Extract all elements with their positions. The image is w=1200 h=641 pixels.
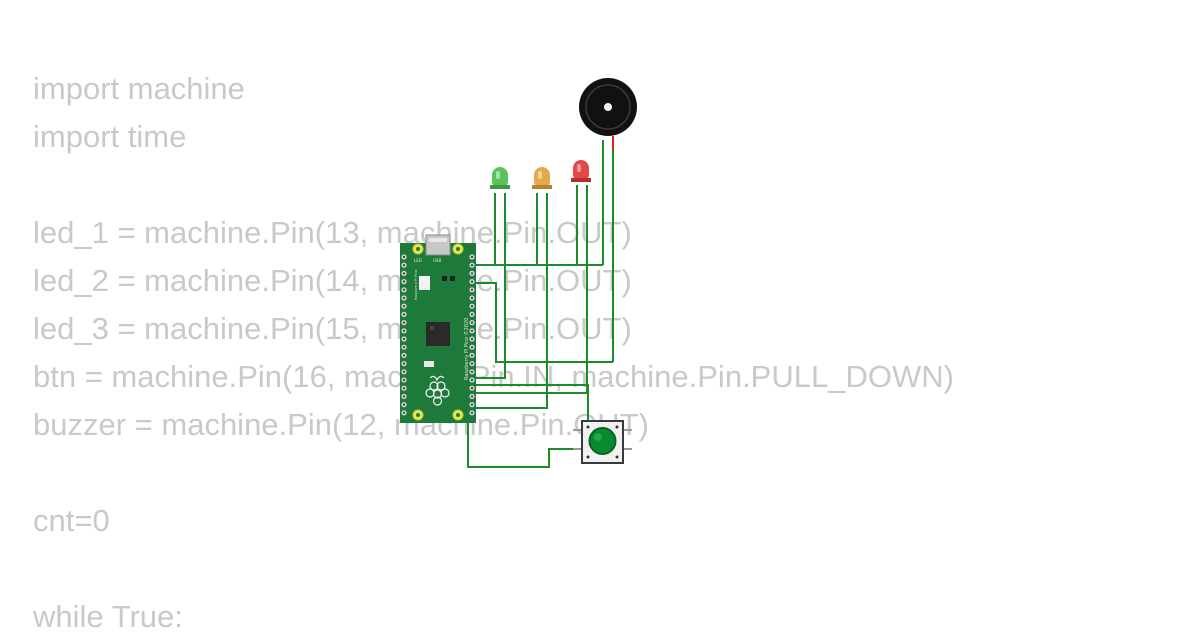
wire: [470, 193, 506, 379]
header-pin-hole: [402, 305, 406, 308]
header-pin-hole: [470, 321, 474, 324]
header-pin-hole: [470, 395, 474, 398]
header-pin-hole: [402, 403, 406, 406]
header-pin-hole: [402, 313, 406, 316]
button-corner: [615, 425, 619, 429]
push-button[interactable]: [573, 420, 632, 464]
pin-header-left: [401, 254, 407, 416]
led-highlight: [496, 171, 500, 179]
usb-port-slot: [429, 238, 447, 242]
header-pin-hole: [402, 272, 406, 275]
led-red[interactable]: [571, 160, 591, 182]
led-green[interactable]: [490, 167, 510, 189]
led-lens: [534, 167, 550, 189]
button-corner: [586, 425, 590, 429]
header-pin-hole: [470, 370, 474, 373]
code-line: import machine: [33, 71, 245, 106]
raspberry-pi-logo: [425, 375, 450, 406]
raspberry-pi-pico[interactable]: LED USB Raspberry Pi Pico ©2020 Raspberr…: [400, 234, 476, 423]
header-pin-hole: [470, 387, 474, 390]
header-pin-hole: [470, 337, 474, 341]
header-pin-hole: [402, 329, 406, 332]
header-pin-hole: [402, 264, 406, 267]
header-pin-hole: [402, 362, 406, 365]
rp2040-chip: [426, 322, 450, 346]
mount-hole-center: [456, 247, 460, 251]
header-pin-hole: [402, 395, 406, 398]
header-pin-hole: [402, 296, 406, 300]
mount-hole-center: [416, 247, 420, 251]
pin-header-right: [469, 254, 475, 416]
header-pin-hole: [402, 354, 406, 357]
bootsel-button: [419, 276, 430, 290]
header-pin-hole: [470, 378, 474, 382]
header-pin-hole: [470, 296, 474, 300]
header-pin-hole: [470, 272, 474, 275]
header-pin-hole: [402, 255, 406, 259]
wire: [467, 420, 582, 468]
button-corner: [615, 455, 619, 459]
code-line: cnt=0: [33, 503, 110, 538]
smd-component: [442, 276, 447, 281]
mount-hole-center: [416, 413, 420, 417]
header-pin-hole: [402, 280, 406, 283]
led-base: [532, 185, 552, 189]
led-base: [490, 185, 510, 189]
wires: [467, 140, 614, 468]
mount-hole-center: [456, 413, 460, 417]
smd-component: [424, 361, 434, 367]
header-pin-hole: [470, 313, 474, 316]
wire: [470, 384, 589, 432]
wire: [470, 193, 548, 409]
header-pin-hole: [470, 411, 474, 414]
led-pin-label: LED: [414, 258, 422, 263]
button-highlight: [594, 433, 602, 441]
smd-component: [450, 276, 455, 281]
led-yellow[interactable]: [532, 167, 552, 189]
button-corner: [586, 455, 590, 459]
rp2040-dot: [430, 326, 434, 330]
header-pin-hole: [470, 362, 474, 365]
header-pin-hole: [470, 305, 474, 308]
buzzer[interactable]: [579, 78, 637, 136]
header-pin-hole: [402, 387, 406, 390]
code-line: import time: [33, 119, 187, 154]
header-pin-hole: [470, 280, 474, 283]
header-pin-hole: [470, 346, 474, 349]
button-cap: [588, 427, 617, 455]
header-pin-hole: [402, 321, 406, 324]
usb-pin-label: USB: [433, 258, 441, 263]
header-pin-hole: [402, 346, 406, 349]
header-pin-hole: [402, 411, 406, 414]
header-pin-hole: [470, 403, 474, 406]
board-label: Raspberry Pi Pico ©2020: [463, 318, 470, 380]
led-highlight: [538, 171, 542, 179]
buzzer-hole: [604, 103, 612, 111]
code-line: btn = machine.Pin(16, machine.Pin.IN, ma…: [33, 359, 954, 394]
buzzer-ring: [585, 84, 631, 130]
header-pin-hole: [470, 264, 474, 267]
header-pin-hole: [470, 255, 474, 259]
header-pin-hole: [402, 370, 406, 373]
header-pin-hole: [470, 354, 474, 357]
wire: [470, 282, 613, 363]
header-pin-hole: [470, 288, 474, 291]
led-lens: [492, 167, 508, 189]
header-pin-hole: [402, 288, 406, 291]
header-pin-hole: [402, 337, 406, 341]
header-pin-hole: [402, 378, 406, 382]
header-pin-hole: [470, 329, 474, 332]
code-line: while True:: [33, 599, 183, 634]
led-base: [571, 178, 591, 182]
board-small-label: Raspberry Pi Pico: [414, 270, 418, 300]
led-highlight: [577, 164, 581, 172]
led-lens: [573, 160, 589, 182]
